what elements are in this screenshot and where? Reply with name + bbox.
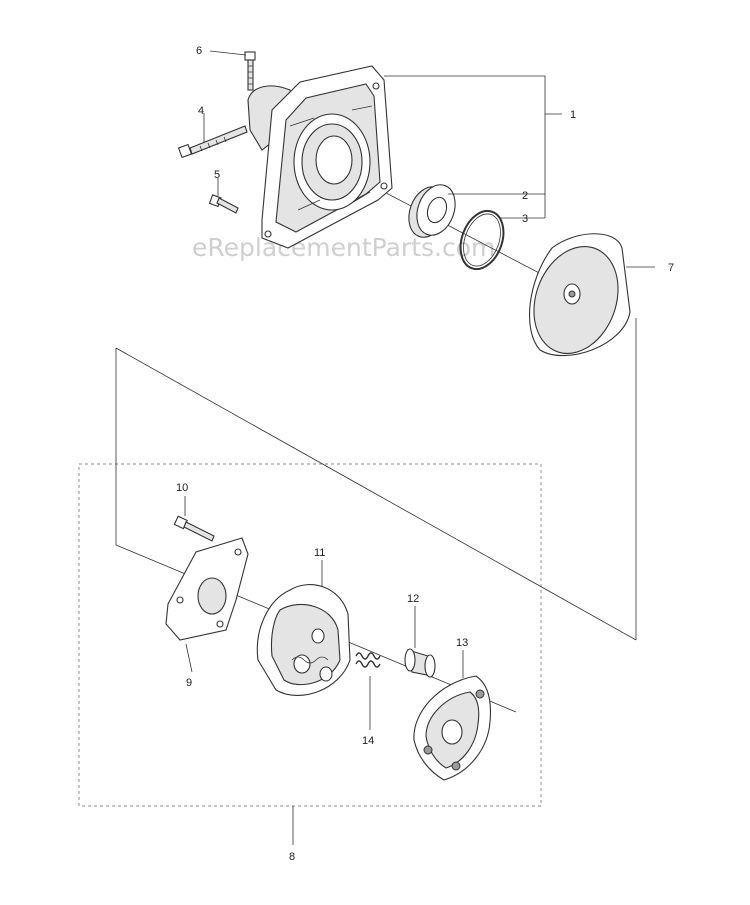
clutch-plate-part	[165, 537, 249, 641]
clutch-screw-part	[173, 515, 215, 542]
clutch-spring-part	[355, 652, 381, 668]
callout-8: 8	[289, 851, 295, 863]
housing-top-screw-part	[244, 51, 256, 91]
watermark-text: eReplacementParts.com	[192, 233, 495, 262]
sleeve-part	[404, 648, 436, 678]
housing-small-screw-part	[208, 194, 239, 214]
washer-plate-part	[413, 675, 492, 781]
callout-9: 9	[186, 677, 192, 689]
housing-long-screw-part	[177, 125, 248, 159]
callout-numbers: 1 2 3 4 5 6 7 8 9 10 11 12 13 14	[176, 45, 674, 863]
clutch-housing-part	[247, 65, 393, 249]
callout-3: 3	[522, 213, 528, 225]
callout-4: 4	[198, 105, 204, 117]
callout-7: 7	[668, 262, 674, 274]
callout-2: 2	[522, 190, 528, 202]
callout-5: 5	[214, 169, 220, 181]
callout-14: 14	[362, 735, 374, 747]
callout-11: 11	[314, 547, 325, 559]
leader-lines	[184, 50, 655, 845]
callout-12: 12	[407, 593, 419, 605]
kit-outline	[78, 463, 542, 807]
bearing-part	[408, 184, 456, 238]
clutch-shoes-part	[256, 584, 351, 696]
callout-13: 13	[456, 637, 468, 649]
callout-6: 6	[196, 45, 202, 57]
callout-10: 10	[176, 482, 188, 494]
clutch-drum-part	[529, 233, 631, 357]
circlip-part	[459, 209, 505, 271]
callout-1: 1	[570, 109, 576, 121]
